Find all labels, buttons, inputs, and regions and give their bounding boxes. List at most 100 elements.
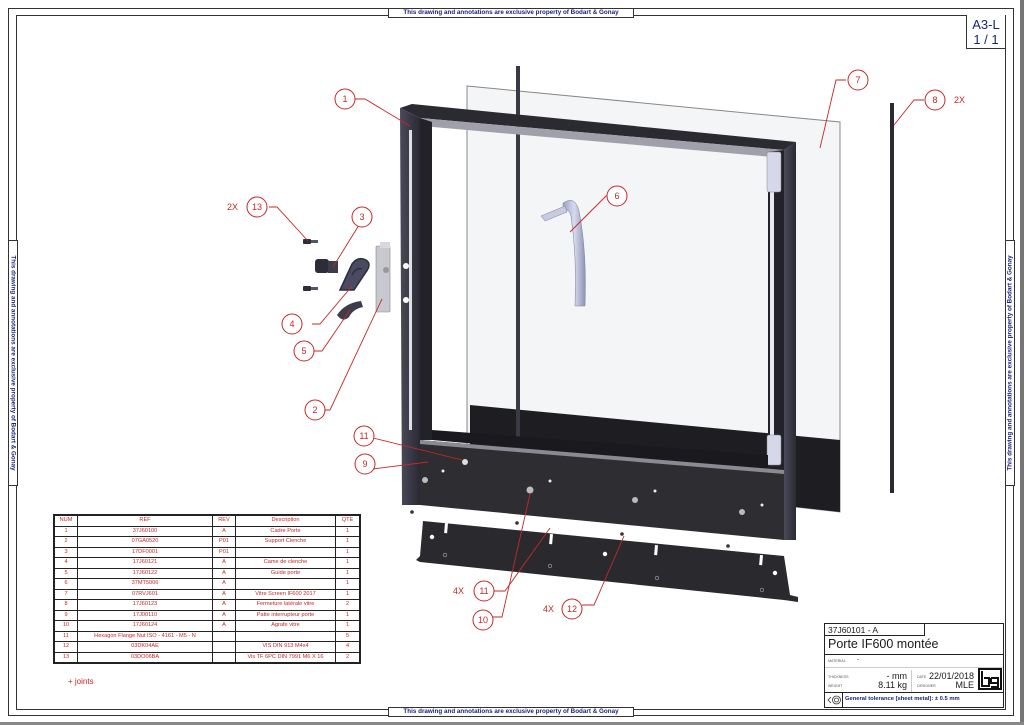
- callout-10: 10: [472, 609, 494, 631]
- bom-qte: 1: [335, 567, 360, 579]
- bom-num: 2: [54, 536, 78, 548]
- divider: [825, 667, 1003, 668]
- bom-header-num: NUM: [54, 515, 78, 527]
- bom-ref: 17J60124: [77, 620, 213, 632]
- weight-label: WEIGHT: [828, 684, 843, 688]
- drawing-title: Porte IF600 montée: [828, 637, 939, 651]
- bom-qte: 4: [335, 641, 360, 653]
- bom-ref: 07RVJ601: [77, 588, 213, 600]
- svg-text:9: 9: [362, 459, 367, 469]
- door-frame-part-1: [400, 104, 796, 540]
- bottom-plate: [420, 440, 784, 540]
- bom-qte: 1: [335, 525, 360, 537]
- svg-text:11: 11: [359, 431, 368, 441]
- bom-qte: 2: [335, 651, 360, 663]
- callout-12: 12 4X: [543, 598, 583, 620]
- property-notice-right: This drawing and annotations are exclusi…: [1005, 240, 1015, 486]
- bom-rev: P01: [212, 546, 236, 558]
- joints-note: + joints: [68, 677, 94, 686]
- bom-rev: A: [212, 578, 236, 590]
- bom-qte: 1: [335, 588, 360, 600]
- general-tolerance: General tolerance [sheet metal]: ± 0.5 m…: [845, 696, 960, 702]
- svg-text:11: 11: [479, 586, 488, 596]
- svg-text:12: 12: [567, 604, 577, 614]
- bom-description: Came de clenche: [235, 557, 336, 569]
- latch-part-3: [315, 259, 338, 273]
- bom-header-ref: REF: [77, 515, 213, 527]
- callout-5: 5: [293, 340, 315, 362]
- bom-num: 7: [54, 588, 78, 600]
- bom-num: 12: [54, 641, 78, 653]
- bom-description: [235, 578, 336, 590]
- date-label: DATE: [917, 675, 927, 679]
- bom-num: 10: [54, 620, 78, 632]
- bom-num: 1: [54, 525, 78, 537]
- svg-text:3: 3: [359, 212, 364, 222]
- callout-1: 1: [334, 88, 356, 110]
- screw-12: [515, 521, 519, 525]
- bom-qte: 1: [335, 609, 360, 621]
- bom-ref: 17DF0001: [77, 546, 213, 558]
- divider: [825, 692, 1003, 693]
- bom-description: VIS DIN 913 M4x4: [235, 641, 336, 653]
- designer-label: DESIGNER: [917, 684, 936, 688]
- sheet-page: 1 / 1: [973, 32, 999, 47]
- switch-bracket-part-9: [424, 455, 436, 466]
- bom-description: Guide porte: [235, 567, 336, 579]
- callout-11-bottom: 11 4X: [453, 580, 495, 602]
- callout-9: 9: [354, 453, 376, 475]
- callout-4: 4: [281, 313, 303, 335]
- screw-12: [620, 532, 624, 536]
- thickness-label: THICKNESS: [828, 675, 849, 679]
- bom-description: Agrafe vitre: [235, 620, 336, 632]
- bom-qte: 1: [335, 546, 360, 558]
- bom-ref: Hexagon Flange Nut ISO - 4161 - M5 - N: [77, 630, 213, 642]
- bom-ref: 03DO06BA: [77, 651, 213, 663]
- svg-text:7: 7: [855, 75, 860, 85]
- thickness-value: - mm: [886, 671, 908, 681]
- bom-qte: 1: [335, 578, 360, 590]
- bom-num: 8: [54, 599, 78, 611]
- sheet-format-box: A3-L 1 / 1: [966, 15, 1006, 49]
- page-edge: [1020, 0, 1024, 725]
- bom-qte: 1: [335, 557, 360, 569]
- callout-3: 3: [351, 206, 373, 228]
- bom-ref: 37MT5006: [77, 578, 213, 590]
- bom-description: Cadre Porte: [235, 525, 336, 537]
- company-logo: [978, 668, 1002, 690]
- latch-screw-part-13: [303, 239, 318, 291]
- bom-rev: A: [212, 557, 236, 569]
- bom-description: [235, 546, 336, 558]
- bom-ref: 17J00110: [77, 609, 213, 621]
- svg-text:1: 1: [342, 94, 347, 104]
- screw-12: [410, 510, 414, 514]
- screw-12: [726, 544, 730, 548]
- callout-6: 6: [606, 185, 628, 207]
- bom-ref: 37J60100: [77, 525, 213, 537]
- bom-rev: A: [212, 525, 236, 537]
- callout-8: 8 2X: [924, 89, 965, 111]
- svg-text:8: 8: [932, 95, 937, 105]
- bom-description: Vis TF 6PC DIN 7991 M6 X 16: [235, 651, 336, 663]
- bom-rev: [212, 630, 236, 642]
- bom-rev: A: [212, 599, 236, 611]
- svg-text:4: 4: [289, 319, 294, 329]
- svg-text:2X: 2X: [954, 95, 965, 105]
- bom-description: Vitre Screen IF600 2017: [235, 588, 336, 600]
- drawing-reference: 37J60101 - A: [825, 624, 925, 636]
- first-angle-projection-icon: [827, 695, 841, 705]
- side-seal-part-8: [890, 103, 894, 493]
- bom-rev: P01: [212, 536, 236, 548]
- svg-text:5: 5: [301, 346, 306, 356]
- page-edge: [0, 722, 1024, 725]
- latch-support-part-2: [375, 242, 391, 313]
- bom-description: Patte interrupteur porte: [235, 609, 336, 621]
- glass-clip-part-10: [416, 521, 798, 602]
